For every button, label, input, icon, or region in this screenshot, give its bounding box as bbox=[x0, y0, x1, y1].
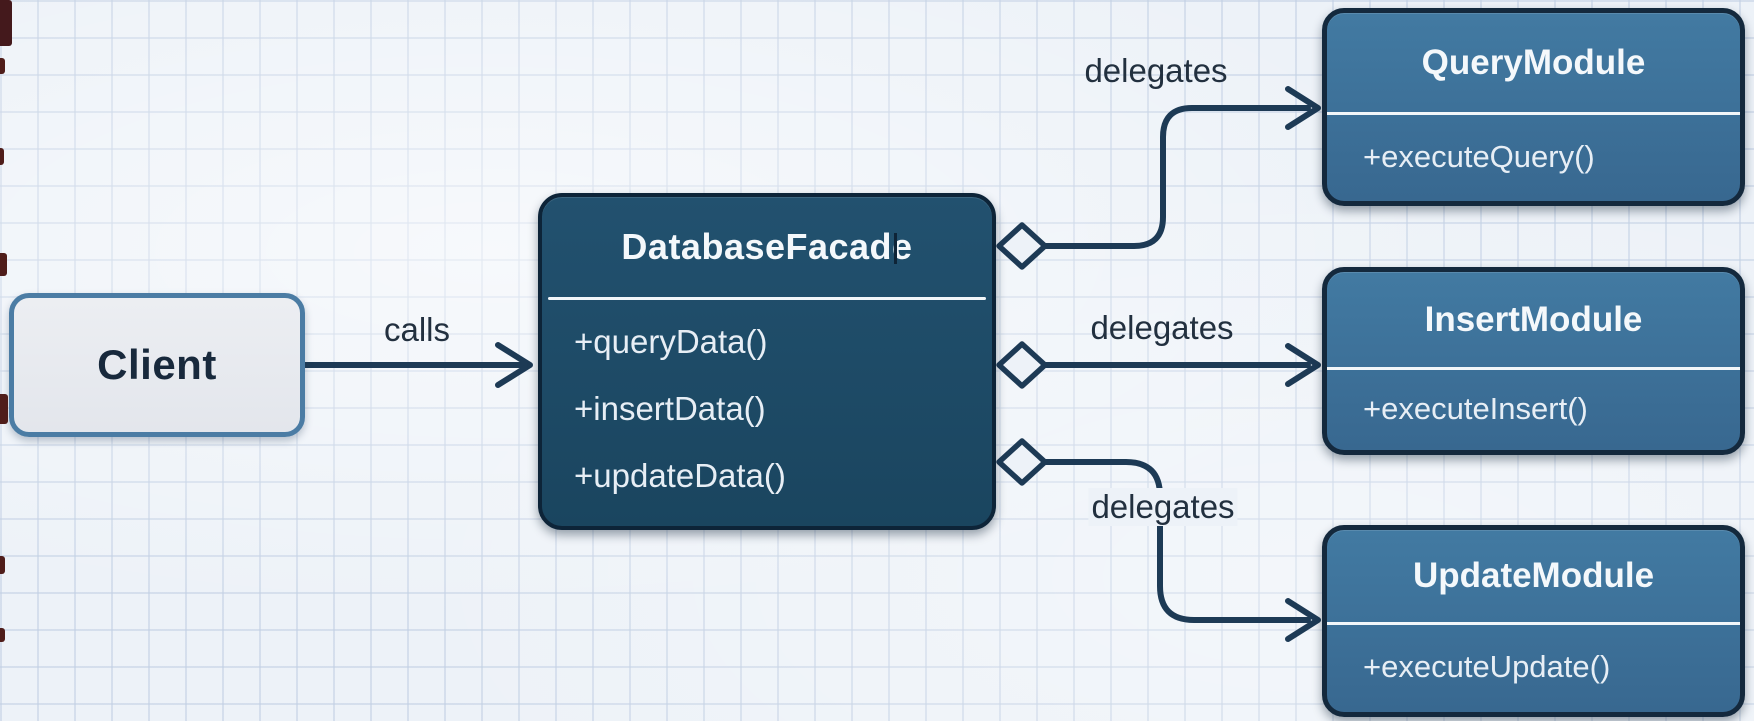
page-edge-artifact bbox=[0, 148, 4, 165]
edge-calls-arrowhead-icon bbox=[495, 342, 533, 388]
uml-separator bbox=[548, 297, 986, 300]
facade-title: DatabaseFacade bbox=[621, 226, 913, 267]
aggregation-diamond-icon bbox=[996, 222, 1048, 270]
page-edge-artifact bbox=[0, 394, 8, 424]
text-caret-artifact bbox=[894, 233, 897, 264]
uml-separator bbox=[1327, 622, 1740, 625]
facade-method: +queryData() bbox=[574, 322, 768, 360]
page-edge-artifact bbox=[0, 0, 12, 46]
edge-delegates-update-arrowhead-icon bbox=[1285, 598, 1321, 642]
edge-label-delegates-update: delegates bbox=[1088, 488, 1238, 526]
query-module-title: QueryModule bbox=[1421, 42, 1646, 82]
facade-method-list: +queryData() +insertData() +updateData() bbox=[542, 297, 992, 526]
update-module-title: UpdateModule bbox=[1412, 556, 1655, 595]
edge-label-calls: calls bbox=[383, 311, 451, 348]
page-edge-artifact bbox=[0, 58, 5, 74]
edge-label-delegates-insert: delegates bbox=[1090, 309, 1234, 346]
insert-module-method: +executeInsert() bbox=[1363, 390, 1588, 426]
aggregation-diamond-icon bbox=[996, 341, 1048, 389]
page-edge-artifact bbox=[0, 253, 7, 276]
client-title: Client bbox=[97, 341, 217, 388]
edge-delegates-update-line bbox=[1043, 459, 1311, 623]
query-module-method: +executeQuery() bbox=[1363, 138, 1595, 174]
aggregation-diamond-icon bbox=[996, 438, 1048, 486]
edge-label-delegates-query: delegates bbox=[1084, 52, 1228, 89]
uml-separator bbox=[1327, 367, 1740, 370]
facade-method: +insertData() bbox=[574, 389, 766, 427]
edge-delegates-query-line bbox=[1043, 105, 1311, 249]
edge-delegates-insert-arrowhead-icon bbox=[1285, 343, 1321, 387]
node-insert-module: InsertModule +executeInsert() bbox=[1322, 267, 1745, 455]
node-database-facade: DatabaseFacade +queryData() +insertData(… bbox=[538, 193, 996, 530]
insert-module-title: InsertModule bbox=[1424, 299, 1643, 339]
node-client: Client bbox=[9, 293, 305, 437]
node-update-module: UpdateModule +executeUpdate() bbox=[1322, 525, 1745, 717]
facade-method: +updateData() bbox=[574, 456, 786, 494]
node-query-module: QueryModule +executeQuery() bbox=[1322, 8, 1745, 206]
edge-delegates-query-arrowhead-icon bbox=[1285, 86, 1321, 130]
uml-separator bbox=[1327, 112, 1740, 115]
page-edge-artifact bbox=[0, 556, 5, 574]
update-module-method: +executeUpdate() bbox=[1363, 649, 1611, 684]
page-edge-artifact bbox=[0, 628, 5, 642]
